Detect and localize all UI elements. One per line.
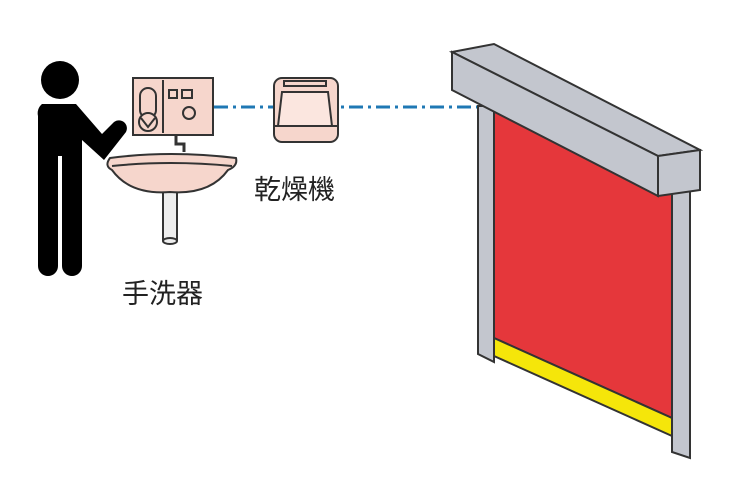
person-icon <box>37 61 127 276</box>
sink-panel-icon <box>132 77 214 152</box>
hand-dryer-icon <box>273 77 339 143</box>
high-speed-shutter-icon <box>448 42 704 460</box>
sink-icon <box>106 153 238 245</box>
shutter-bottom-bar <box>493 336 673 438</box>
dryer-label: 乾燥機 <box>254 175 335 206</box>
sink-label: 手洗器 <box>122 279 203 310</box>
